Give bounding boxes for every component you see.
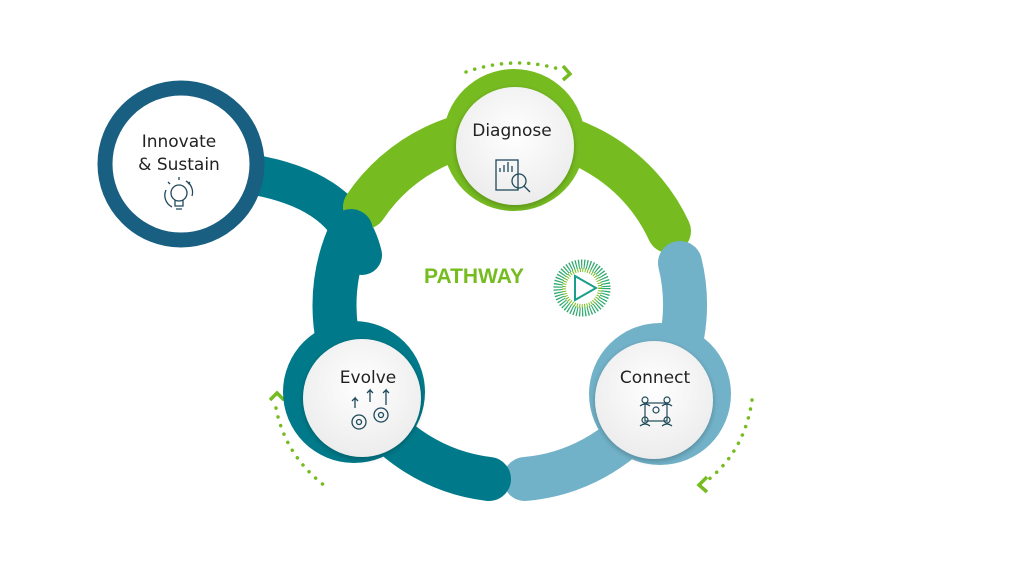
innovate-label-line1: Innovate [142,132,217,152]
evolve-label: Evolve [340,368,396,388]
node-connect[interactable]: Connect [589,323,731,465]
node-innovate[interactable]: Innovate & Sustain [97,80,265,248]
diagnose-label: Diagnose [472,121,552,141]
lightbulb-cycle-icon [164,177,194,210]
dotted-arc-top [464,61,564,74]
report-magnifier-icon [495,159,531,193]
innovate-label-line2: & Sustain [138,155,220,175]
node-diagnose[interactable]: Diagnose [443,69,585,211]
connect-label: Connect [620,368,691,388]
chevron-right-icon [561,64,573,82]
gears-arrows-icon [351,388,390,430]
chevron-down-left-icon [696,475,709,494]
dotted-arc-right [706,398,754,482]
dotted-arc-left [274,406,327,488]
pathway-title: PATHWAY [424,265,524,288]
people-network-icon [639,396,673,427]
chevron-up-icon [268,390,286,402]
pathway-play-logo-icon [553,259,611,317]
node-evolve[interactable]: Evolve [283,321,425,463]
